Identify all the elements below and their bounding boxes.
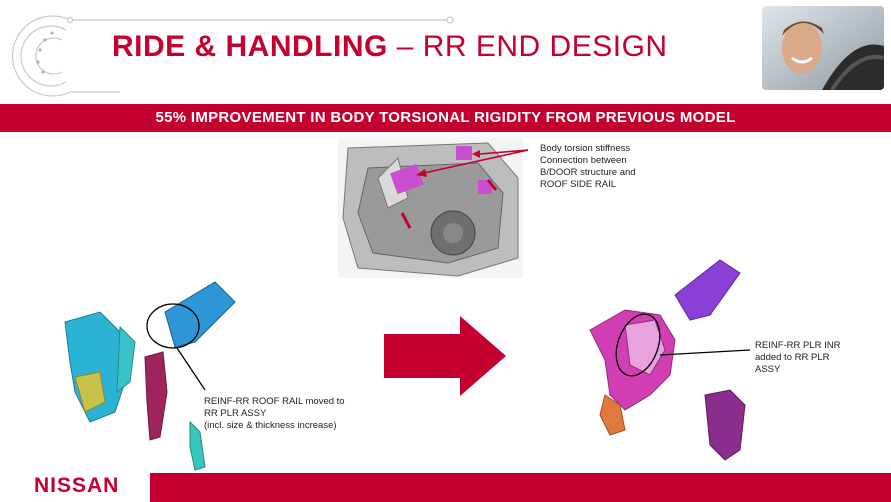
callout-plr-inr: REINF-RR PLR INR added to RR PLR ASSY — [755, 340, 841, 376]
callout-top-line: ROOF SIDE RAIL — [540, 179, 617, 190]
callout-top-line: Connection between — [540, 155, 627, 166]
callout-roof-rail: REINF-RR ROOF RAIL moved to RR PLR ASSY … — [204, 396, 345, 432]
callout-top-line: Body torsion stiffness — [540, 143, 631, 154]
previous-model-parts-image — [64, 281, 236, 471]
callout-torsion-stiffness: Body torsion stiffness Connection betwee… — [540, 143, 636, 191]
callout-right-line: added to RR PLR — [755, 352, 830, 363]
driver-photo — [762, 6, 884, 90]
page-title: RIDE & HANDLING – RR END DESIGN — [112, 30, 668, 64]
headline-banner: 55% IMPROVEMENT IN BODY TORSIONAL RIGIDI… — [0, 104, 891, 132]
top-callout-arrows — [416, 149, 529, 177]
callout-top-line: B/DOOR structure and — [540, 167, 636, 178]
callout-right-line: REINF-RR PLR INR — [755, 340, 841, 351]
title-rest: RR END DESIGN — [422, 30, 668, 63]
title-dash: – — [387, 30, 423, 63]
callout-left-line: (incl. size & thickness increase) — [204, 420, 337, 431]
title-main: RIDE & HANDLING — [112, 30, 388, 63]
new-model-parts-image — [589, 259, 751, 461]
callout-left-line: REINF-RR ROOF RAIL moved to — [204, 396, 345, 407]
callout-left-line: RR PLR ASSY — [204, 408, 267, 419]
callout-right-line: ASSY — [755, 364, 781, 375]
comparison-arrow — [384, 316, 506, 396]
footer-bar — [150, 473, 891, 502]
banner-text: 55% IMPROVEMENT IN BODY TORSIONAL RIGIDI… — [155, 109, 736, 126]
nissan-logo: NISSAN — [34, 474, 120, 497]
decorative-circle-lines — [12, 15, 454, 97]
car-body-structure-image — [338, 138, 523, 278]
